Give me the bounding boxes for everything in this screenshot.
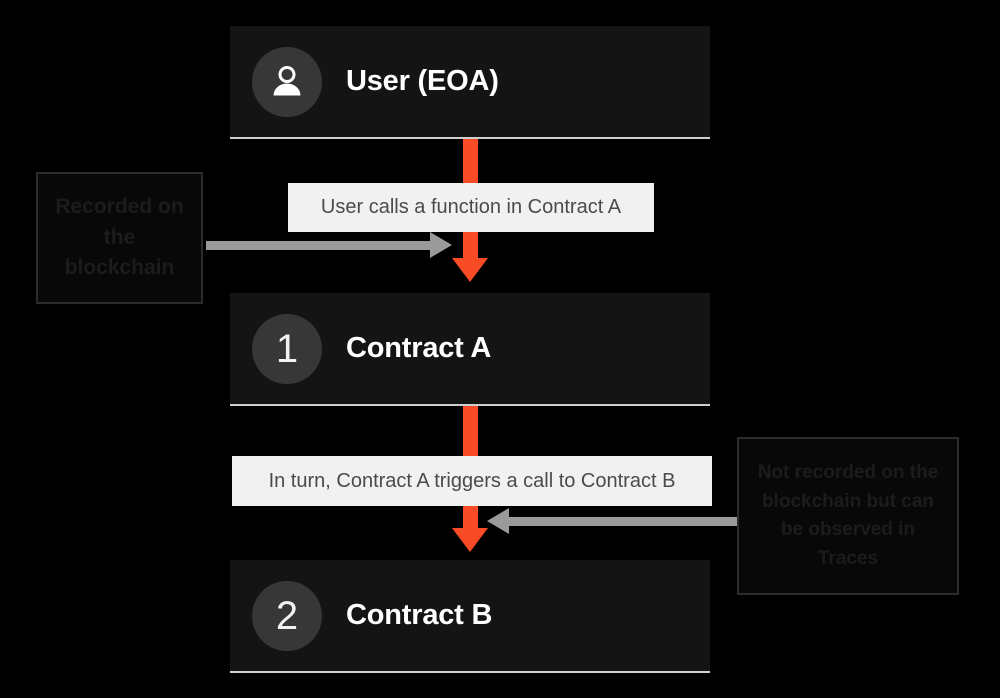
caption-contract-a-to-contract-b: In turn, Contract A triggers a call to C… <box>232 456 712 506</box>
connector-arrowhead-recorded <box>430 232 452 258</box>
node-contract-a-label: Contract A <box>346 332 492 364</box>
callout-not-recorded-on-blockchain: Not recorded on the blockchain but can b… <box>737 437 959 595</box>
callout-not-recorded-on-blockchain-text: Not recorded on the blockchain but can b… <box>757 462 939 569</box>
flow-arrowhead-contract-a-to-contract-b <box>452 528 488 552</box>
caption-contract-a-to-contract-b-text: In turn, Contract A triggers a call to C… <box>268 469 676 492</box>
person-icon <box>273 65 301 95</box>
node-contract-b-badge: 2 <box>252 580 322 651</box>
flow-arrowhead-user-to-contract-a <box>452 258 488 282</box>
connector-line-not-recorded <box>505 517 737 526</box>
callout-recorded-on-blockchain: Recorded on the blockchain <box>36 172 203 304</box>
node-user-label: User (EOA) <box>346 65 499 97</box>
node-contract-b[interactable]: 2 Contract B <box>230 560 710 673</box>
callout-recorded-on-blockchain-text: Recorded on the blockchain <box>55 195 184 280</box>
node-contract-a[interactable]: 1 Contract A <box>230 293 710 406</box>
node-contract-a-badge: 1 <box>252 313 322 384</box>
node-user-badge <box>252 46 322 117</box>
node-contract-b-label: Contract B <box>346 599 493 631</box>
caption-user-to-contract-a: User calls a function in Contract A <box>288 183 654 232</box>
connector-arrowhead-not-recorded <box>487 508 509 534</box>
connector-line-recorded <box>206 241 438 250</box>
node-user[interactable]: User (EOA) <box>230 26 710 139</box>
node-contract-b-badge-number: 2 <box>275 593 299 638</box>
node-contract-a-badge-number: 1 <box>275 326 299 371</box>
caption-user-to-contract-a-text: User calls a function in Contract A <box>320 196 622 218</box>
